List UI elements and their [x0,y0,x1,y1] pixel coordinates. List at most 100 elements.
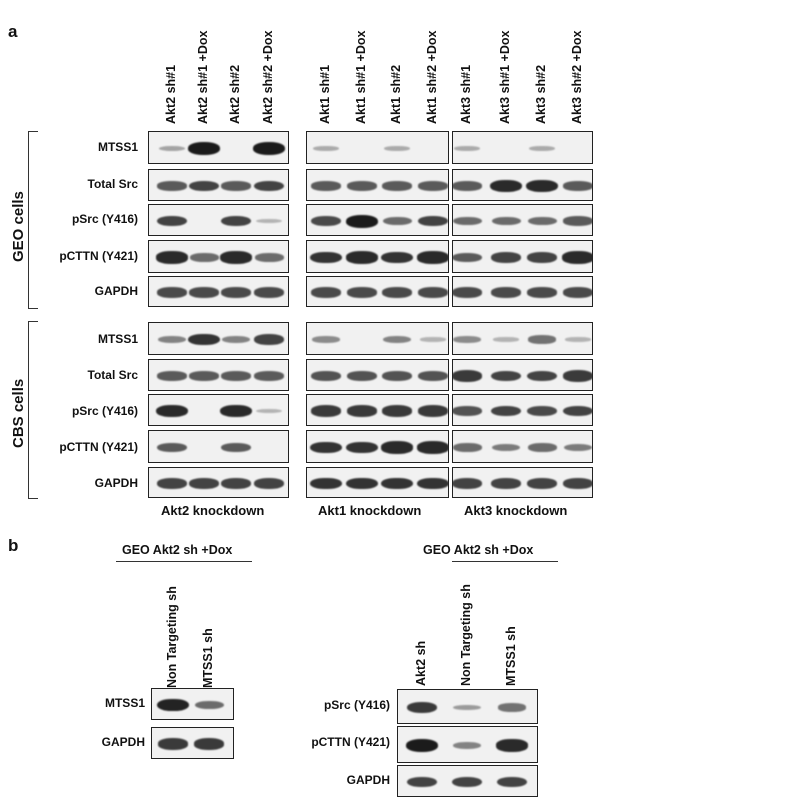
blot-band [188,333,220,346]
blot-band [194,700,224,710]
lane-label: MTSS1 sh [504,626,518,686]
blot-band [253,287,285,298]
blot-band [311,371,341,381]
blot-band [253,334,285,345]
blot-band [453,181,482,191]
blot-band [453,478,483,489]
blot-strip [148,467,289,498]
lane-label: Non Targeting sh [459,584,473,686]
blot-band [453,370,483,382]
blot-band [189,371,219,381]
blot-band [383,146,411,151]
blot-band [220,478,252,489]
blot-band [490,287,522,298]
blot-strip [148,169,289,201]
blot-band [406,701,438,714]
blot-strip [452,359,593,391]
blot-strip [452,131,593,164]
blot-band [220,287,252,298]
blot-strip [148,204,289,236]
lane-label: Akt2 sh [414,640,428,686]
lane-label: Akt1 sh#1 [318,64,332,124]
blot-strip [306,240,449,273]
akt2-knockdown-label: Akt2 knockdown [161,503,265,518]
geo-cells-label: GEO cells [10,191,27,262]
blot-band [527,216,557,226]
blot-strip [306,394,449,426]
blot-strip [306,131,449,164]
row-label: GAPDH [101,735,145,749]
blot-band [221,371,251,381]
blot-strip [452,240,593,273]
blot-band [490,252,522,263]
blot-band [526,478,558,489]
row-label: GAPDH [346,773,390,787]
akt3-knockdown-label: Akt3 knockdown [464,503,568,518]
blot-band [563,216,592,226]
blot-band [452,741,482,750]
blot-band [347,371,377,381]
blot-strip [452,467,593,498]
blot-strip [148,430,289,463]
row-label: MTSS1 [104,696,145,710]
blot-strip [452,169,593,201]
lane-label: Akt2 sh#2 +Dox [261,30,275,124]
akt1-knockdown-label: Akt1 knockdown [318,503,422,518]
blot-strip [151,688,234,720]
blot-strip [148,394,289,426]
blot-band [381,405,413,417]
blot-band [451,776,483,788]
blot-strip [148,240,289,273]
blot-band [563,181,592,191]
blot-band [220,404,252,418]
blot-band [188,287,220,298]
blot-strip [306,467,449,498]
blot-band [312,336,340,343]
blot-band [193,738,225,750]
blot-band [417,441,448,454]
blot-band [254,253,284,262]
row-label: pCTTN (Y421) [59,440,138,454]
blot-strip [148,322,289,355]
blot-band [453,336,481,343]
blot-band [220,251,252,264]
blot-strip [148,359,289,391]
blot-strip [452,276,593,307]
row-label: GAPDH [94,284,138,298]
blot-band [221,335,251,344]
blot-band [497,703,527,712]
blot-band [157,698,189,712]
blot-strip [148,276,289,307]
blot-band [346,405,378,417]
b-right-header: GEO Akt2 sh +Dox [423,543,534,557]
blot-band [188,142,220,155]
blot-band [417,477,448,490]
blot-band [157,738,189,750]
blot-band [312,146,340,151]
blot-band [156,251,188,264]
blot-band [220,215,252,227]
blot-band [188,478,220,489]
blot-strip [306,169,449,201]
blot-band [382,216,412,226]
blot-band [346,287,378,298]
blot-strip [306,204,449,236]
lane-label: Akt1 sh#2 +Dox [425,30,439,124]
lane-label: Akt1 sh#1 +Dox [354,30,368,124]
blot-strip [306,430,449,463]
blot-band [418,181,448,191]
blot-band [158,145,186,152]
blot-band [453,406,482,416]
row-label: Total Src [87,368,138,382]
blot-band [381,287,413,298]
blot-band [490,478,522,489]
blot-band [453,287,483,298]
b-right-header-line [452,561,558,562]
blot-band [417,405,448,417]
blot-band [492,337,520,342]
lane-label: Akt3 sh#1 +Dox [498,30,512,124]
blot-strip [151,727,234,759]
blot-band [526,370,558,382]
blot-strip [306,276,449,307]
blot-band [562,405,592,417]
